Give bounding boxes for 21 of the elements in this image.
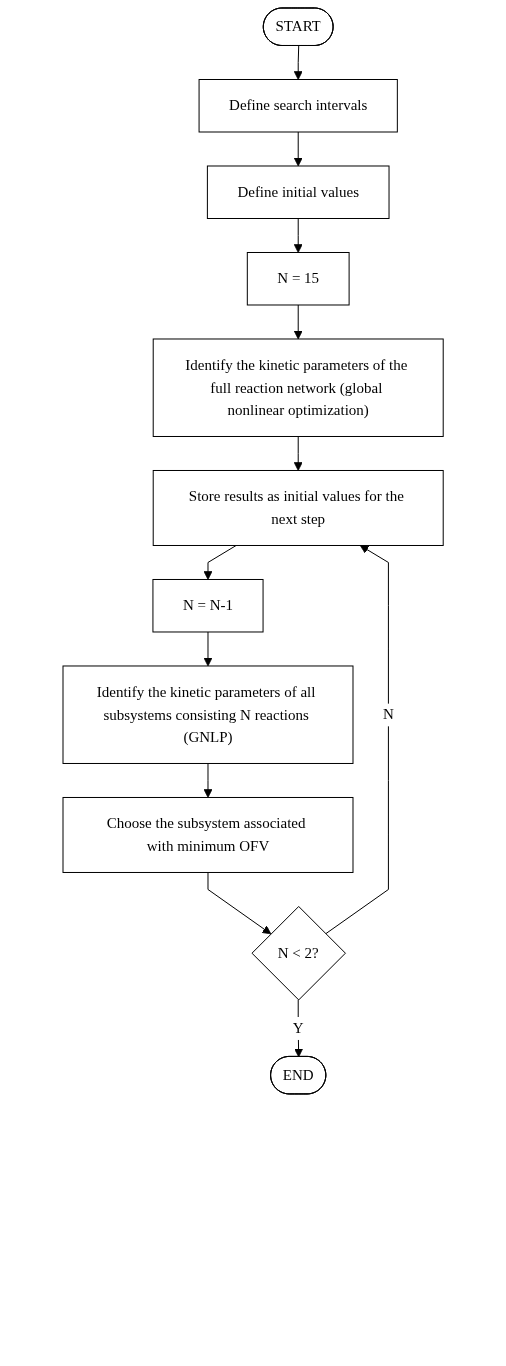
arrow (293, 131, 303, 167)
node-box: Define search intervals (198, 79, 398, 133)
edge-label: N (382, 706, 394, 723)
node-box: Define initial values (206, 165, 390, 219)
node-box: N = 15 (246, 252, 350, 306)
arrow (293, 304, 303, 340)
node-box: Identify the kinetic parameters of the full reaction network (global nonlinear optimization) (152, 338, 444, 437)
node-box: Identify the kinetic parameters of all subsystems consisting N reactions (GNLP) (62, 665, 354, 764)
arrow (325, 545, 389, 935)
arrow (207, 872, 272, 935)
arrow (293, 436, 303, 471)
node-diamond: N < 2? (251, 905, 346, 1001)
arrow (293, 218, 303, 253)
node-box: N = N-1 (152, 579, 264, 633)
edge-label: Y (292, 1019, 304, 1036)
node-box: Choose the subsystem associated with minimum OFV (62, 797, 354, 873)
arrow (203, 763, 213, 798)
arrow (203, 545, 237, 580)
arrow (293, 45, 303, 80)
node-box: Store results as initial values for the next step (152, 470, 444, 546)
arrow (203, 631, 213, 667)
